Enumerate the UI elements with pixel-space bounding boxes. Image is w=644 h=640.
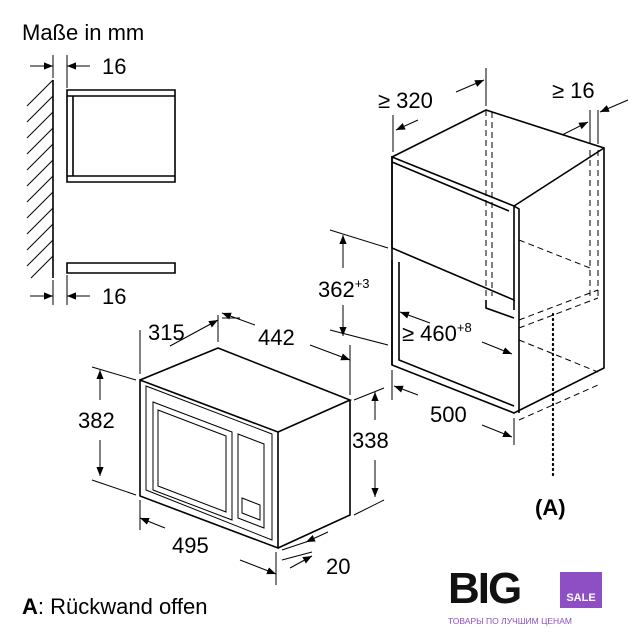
- height-side-label: 338: [352, 428, 389, 453]
- cabinet-width-label: 500: [430, 402, 467, 427]
- width-top-label: 442: [258, 325, 295, 350]
- legend: A: Rückwand offen: [22, 594, 207, 620]
- back-gap-label: ≥ 16: [552, 78, 595, 103]
- cabinet-drawing: (A) ≥ 320 ≥ 16 362+3 ≥ 460+8 500: [318, 68, 629, 520]
- depth-label: 315: [148, 320, 185, 345]
- units-title: Maße in mm: [22, 20, 144, 45]
- height-front-label: 382: [78, 408, 115, 433]
- logo-slogan: ТОВАРЫ ПО ЛУЧШИМ ЦЕНАМ: [448, 616, 572, 626]
- logo-brand: BIG: [448, 564, 522, 613]
- width-front-label: 495: [172, 533, 209, 558]
- front-depth-label: 20: [326, 554, 350, 579]
- legend-key: A: [22, 594, 38, 619]
- legend-text: : Rückwand offen: [37, 594, 208, 619]
- top-gap-label: 16: [102, 54, 126, 79]
- side-view: 16 16: [26, 54, 176, 309]
- microwave-drawing: 315 442 382 338 495 20: [78, 312, 389, 585]
- marker-a-label: (A): [535, 495, 566, 520]
- big-sale-logo: BIG SALE ТОВАРЫ ПО ЛУЧШИМ ЦЕНАМ: [448, 564, 618, 634]
- bottom-gap-label: 16: [102, 284, 126, 309]
- cabinet-depth-label: ≥ 320: [378, 88, 433, 113]
- wall-hatching: [26, 79, 54, 279]
- niche-width-label: ≥ 460+8: [402, 320, 472, 346]
- niche-height-label: 362+3: [318, 276, 370, 302]
- logo-sale-badge: SALE: [560, 572, 602, 608]
